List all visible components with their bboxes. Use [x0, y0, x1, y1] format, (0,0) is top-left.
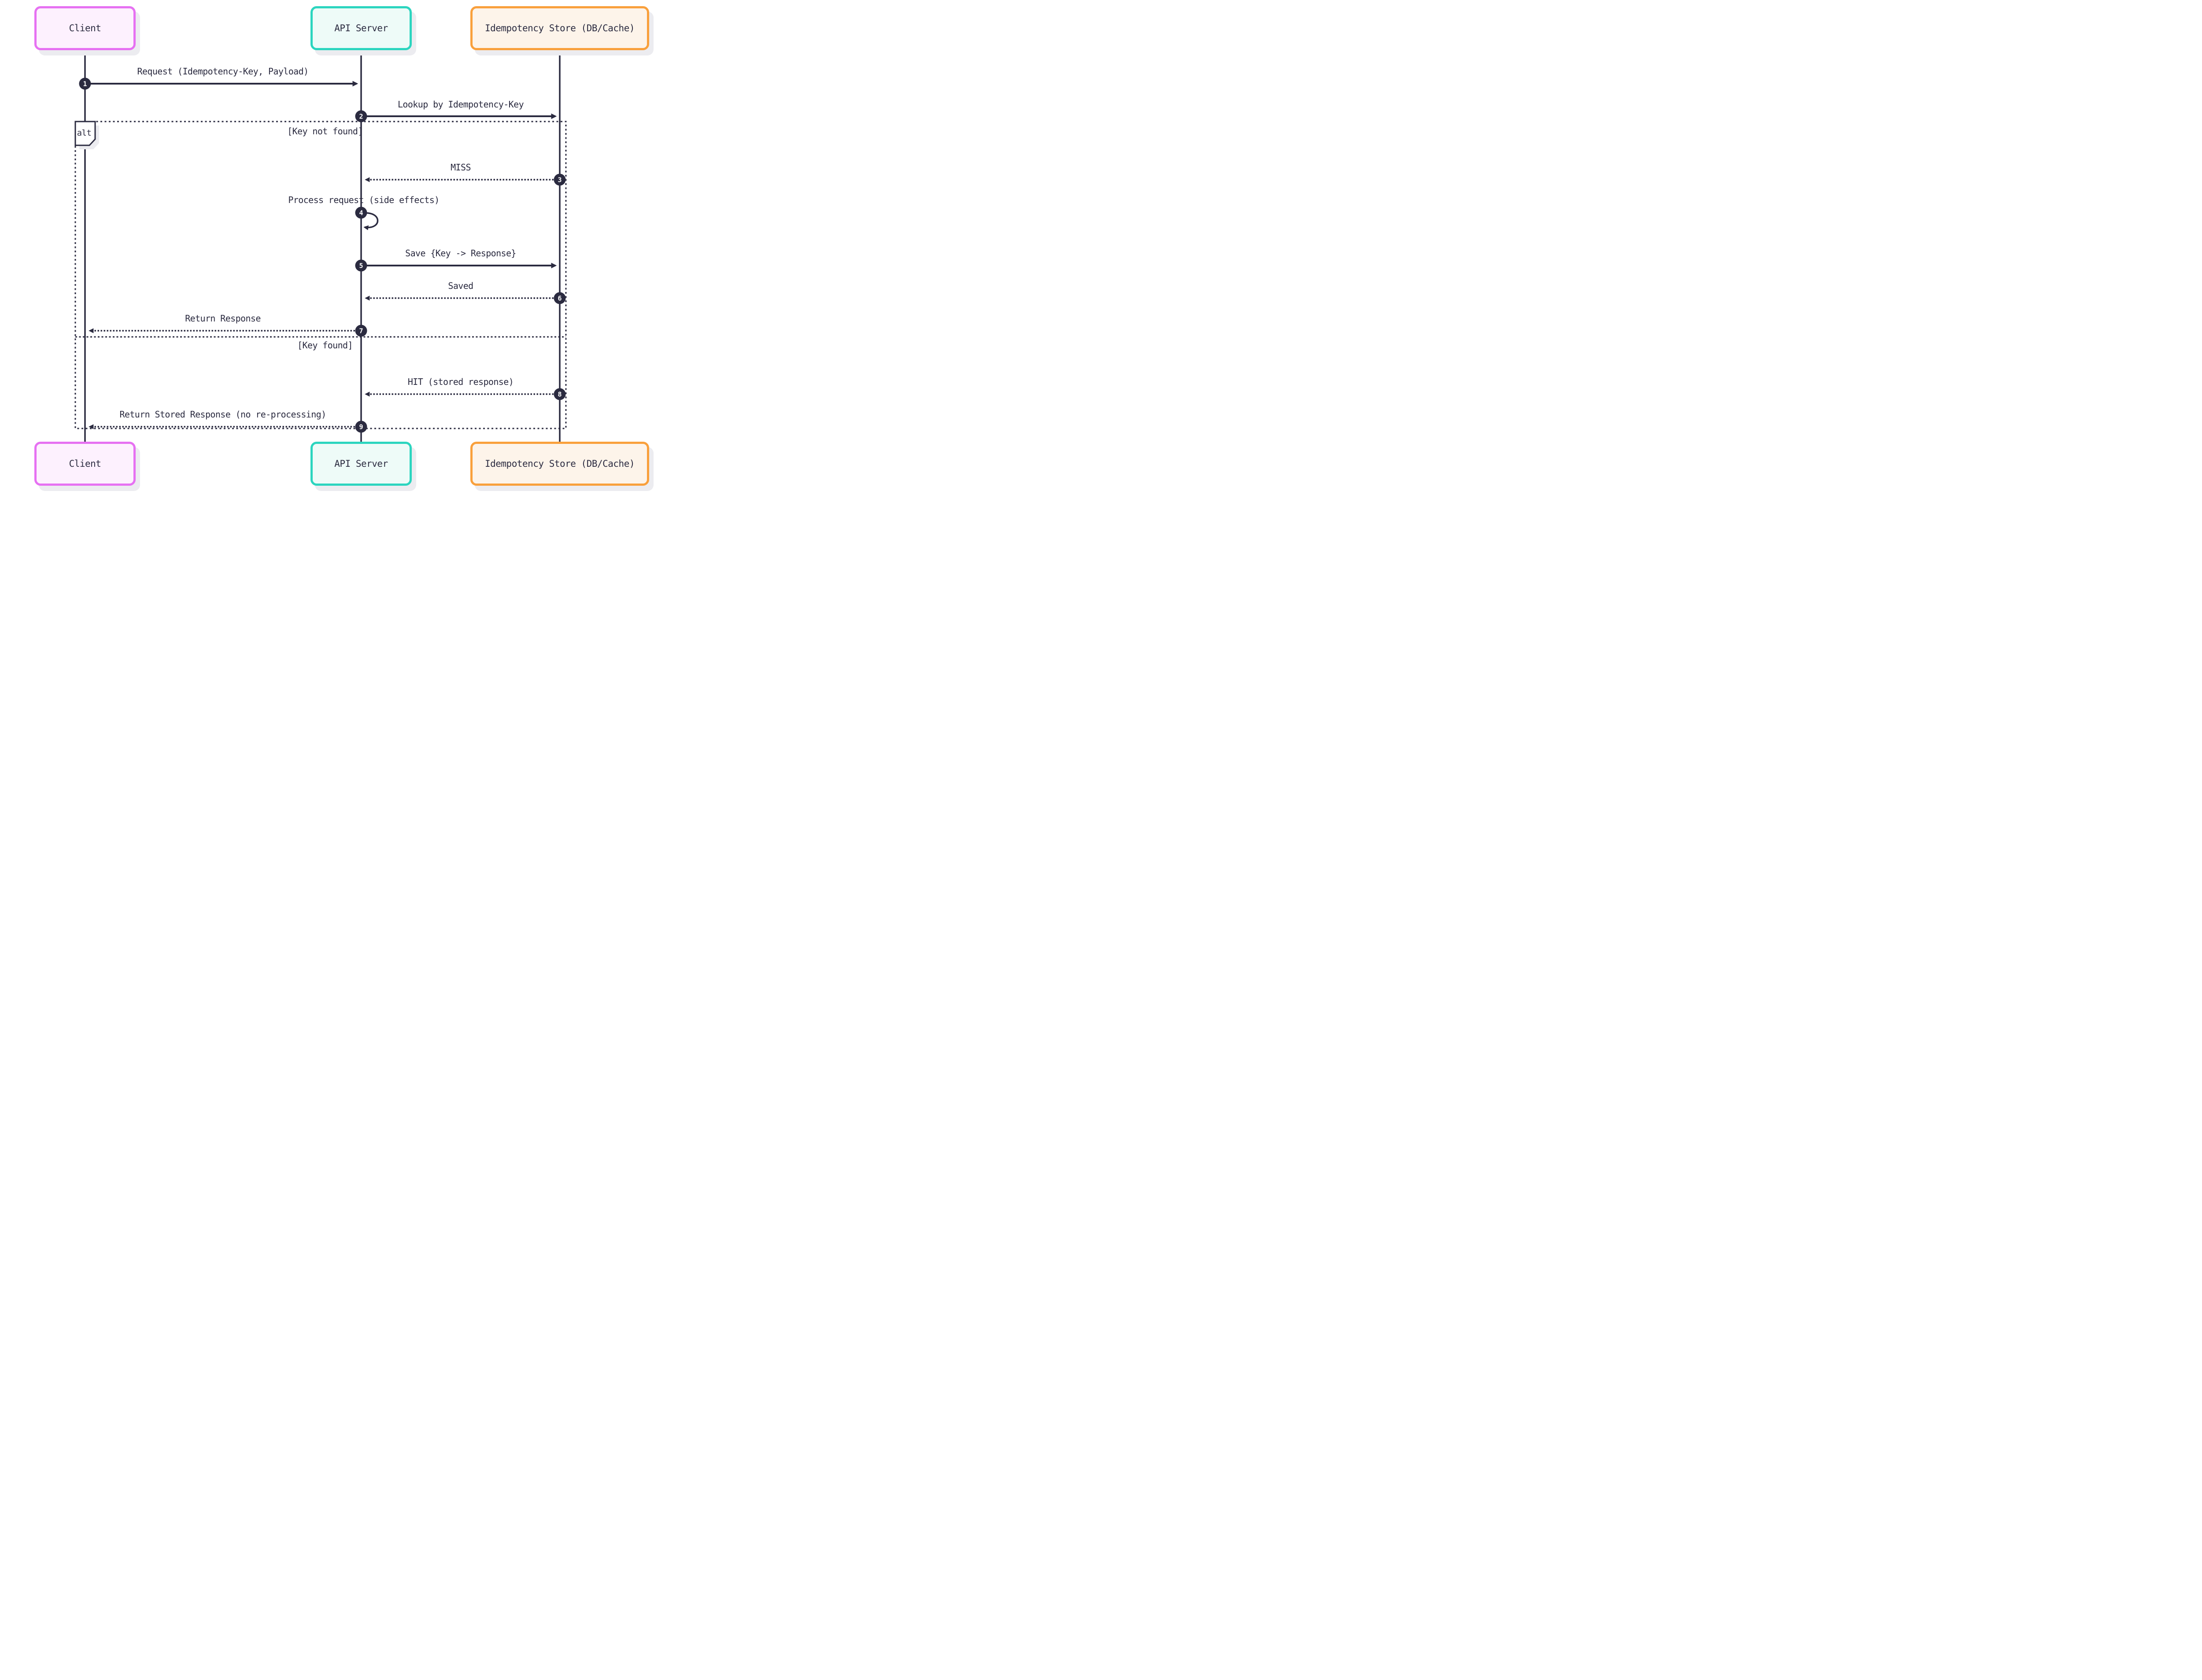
seq-badge-3: 3: [554, 174, 566, 186]
actor-label: Client: [69, 23, 101, 33]
message-arrow-4-self-loop: [362, 212, 379, 230]
seq-badge-5: 5: [355, 259, 367, 272]
seq-badge-4: 4: [355, 207, 367, 219]
actor-label: API Server: [334, 23, 388, 33]
seq-badge-8: 8: [554, 388, 566, 400]
actor-label: Client: [69, 458, 101, 469]
message-label-5: Save {Key -> Response}: [405, 248, 516, 258]
actor-top-api-server: API Server: [310, 6, 412, 50]
actor-label: Idempotency Store (DB/Cache): [484, 23, 635, 33]
message-label-9: Return Stored Response (no re-processing…: [119, 409, 326, 420]
message-label-3: MISS: [451, 162, 471, 173]
message-label-7: Return Response: [185, 313, 261, 324]
diagram-strokes: [74, 50, 567, 442]
alt-frame: [74, 121, 567, 429]
actor-top-client: Client: [34, 6, 136, 50]
actor-top-store: Idempotency Store (DB/Cache): [470, 6, 649, 50]
actor-bottom-client: Client: [34, 442, 136, 486]
actor-label: API Server: [334, 458, 388, 469]
message-label-1: Request (Idempotency-Key, Payload): [137, 66, 309, 77]
seq-badge-7: 7: [355, 325, 367, 337]
actor-bottom-api-server: API Server: [310, 442, 412, 486]
alt-condition-key-not-found: [Key not found]: [287, 126, 363, 137]
message-label-6: Saved: [448, 281, 473, 291]
seq-badge-9: 9: [355, 421, 367, 433]
actor-label: Idempotency Store (DB/Cache): [484, 458, 635, 469]
alt-frame-label: alt: [77, 128, 92, 138]
message-label-8: HIT (stored response): [407, 377, 514, 387]
seq-badge-2: 2: [355, 110, 367, 122]
alt-condition-key-found: [Key found]: [297, 340, 353, 351]
message-label-4: Process request (side effects): [288, 195, 440, 205]
alt-label-shape: [74, 121, 96, 146]
sequence-diagram: Client API Server Idempotency Store (DB/…: [0, 0, 681, 513]
actor-bottom-store: Idempotency Store (DB/Cache): [470, 442, 649, 486]
seq-badge-6: 6: [554, 292, 566, 304]
message-label-2: Lookup by Idempotency-Key: [397, 99, 524, 110]
seq-badge-1: 1: [79, 78, 91, 90]
